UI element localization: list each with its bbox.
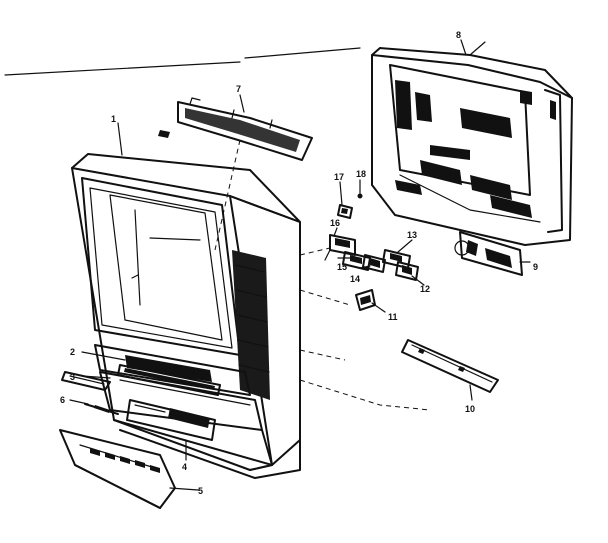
part-14-switch [362,254,386,273]
callout-12: 12 [420,284,430,294]
part-8-rear-cover [371,41,573,246]
scan-line [244,47,361,59]
callout-10: 10 [465,404,475,414]
part-10-lower-bracket [401,339,499,393]
callout-9: 9 [533,262,538,272]
part-18-screw [357,193,363,199]
part-15-switch [342,251,371,271]
callout-16: 16 [330,218,340,228]
callout-5: 5 [198,486,203,496]
callout-8: 8 [456,30,461,40]
callout-18: 18 [356,169,366,179]
part-9-terminal-bracket [454,231,523,276]
callout-7: 7 [236,84,241,94]
callout-14: 14 [350,274,360,284]
part-2-control-bar [117,364,221,396]
callout-4: 4 [182,462,187,472]
part-7-control-board [158,94,313,161]
callout-11: 11 [388,312,398,322]
callout-6: 6 [60,395,65,405]
part-4-panel-board [126,399,216,441]
callout-1: 1 [111,114,116,124]
part-12-switch [395,261,419,281]
callout-13: 13 [407,230,417,240]
callout-3: 3 [70,372,75,382]
part-5-door [59,429,176,509]
part-1-cabinet [71,139,431,479]
leader-lines [69,39,531,491]
part-6-rod [84,403,119,415]
callout-15: 15 [337,262,347,272]
callout-2: 2 [70,347,75,357]
part-17-knob [337,204,353,219]
part-11-connector [355,289,376,311]
part-3-trim [61,371,111,391]
callout-17: 17 [334,172,344,182]
scan-line [4,61,241,76]
